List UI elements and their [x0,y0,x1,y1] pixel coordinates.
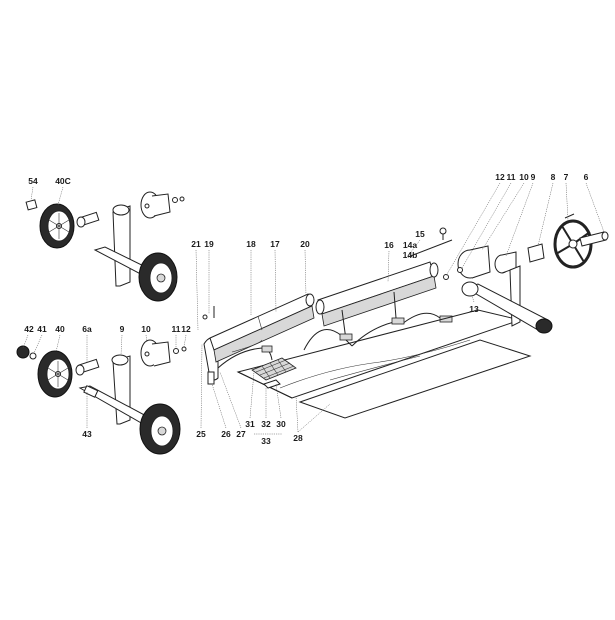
right-stand-crank [457,213,609,334]
callout-26: 26 [221,429,231,439]
callout-20: 20 [300,239,310,249]
callout-14b: 14b [402,250,418,260]
callout-10-right: 10 [519,172,529,182]
callout-9-left: 9 [119,324,125,334]
callout-6a: 6a [82,324,92,334]
callout-40: 40 [55,324,65,334]
callout-43: 43 [82,429,92,439]
callout-33: 33 [261,436,271,446]
callout-31: 31 [245,419,255,429]
upper-left-wheel-stand [25,191,185,302]
callout-41: 41 [37,324,47,334]
callout-40c: 40C [55,176,71,186]
left-tube-section [202,293,315,385]
callout-18: 18 [246,239,256,249]
callout-19: 19 [204,239,214,249]
callout-9-right: 9 [530,172,536,182]
lower-left-wheel-stand [16,339,187,455]
callout-8: 8 [550,172,556,182]
callout-15: 15 [415,229,425,239]
callout-10-left: 10 [141,324,151,334]
callout-32: 32 [261,419,271,429]
callout-27: 27 [236,429,246,439]
callout-13: 13 [469,304,479,314]
callout-11-right: 11 [506,172,516,182]
callout-28: 28 [293,433,303,443]
callout-7: 7 [563,172,569,182]
callout-25: 25 [196,429,206,439]
callout-12-right: 12 [495,172,505,182]
cover-sheet [236,309,532,419]
callout-11-left: 11 [171,324,181,334]
callout-12-left: 12 [181,324,191,334]
leader-lines [22,182,605,435]
callout-42: 42 [24,324,34,334]
callout-14a: 14a [402,240,418,250]
callout-6: 6 [583,172,589,182]
callout-17: 17 [270,239,280,249]
center-tube-section [261,227,453,353]
callout-54: 54 [28,176,38,186]
callout-30: 30 [276,419,286,429]
callout-21: 21 [191,239,201,249]
callout-16: 16 [384,240,394,250]
